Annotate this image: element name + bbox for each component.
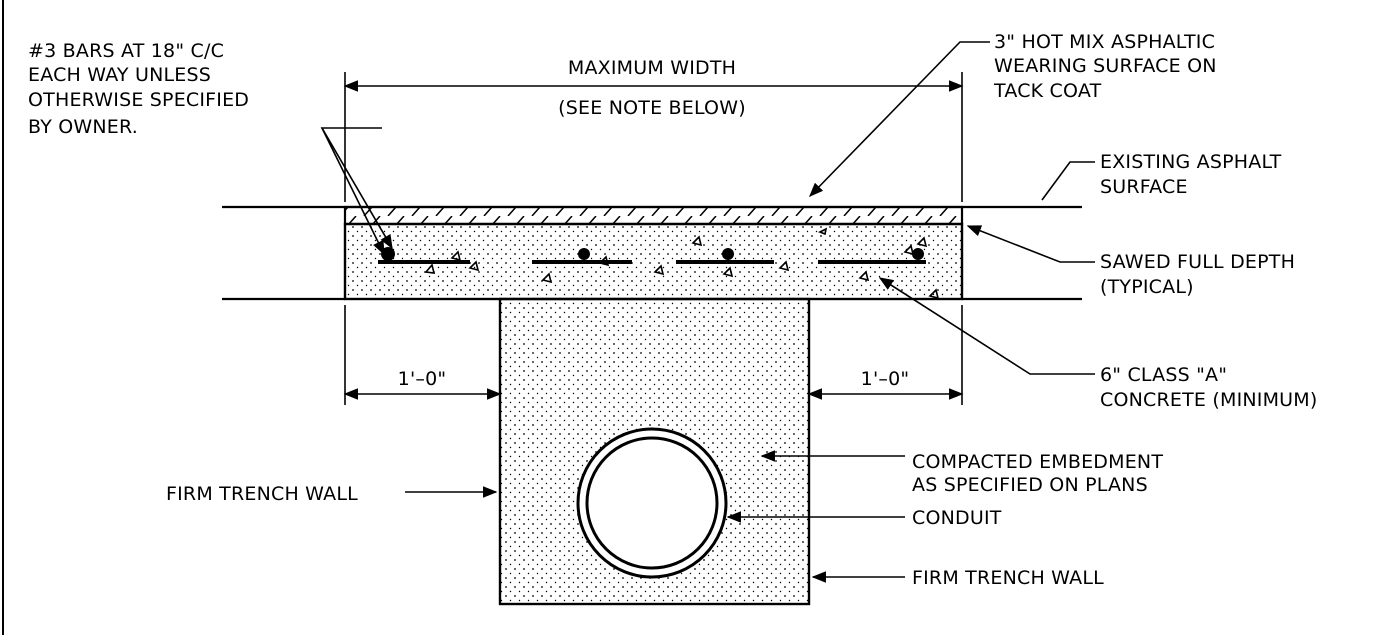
existing-asphalt-callout: EXISTING ASPHALT SURFACE [1100,151,1282,198]
concrete-callout: 6" CLASS "A" CONCRETE (MINIMUM) [1100,364,1318,411]
hot-mix-wearing-surface [343,205,964,226]
bars-callout-line-4: BY OWNER. [28,116,138,138]
trench-wall-left-label: FIRM TRENCH WALL [166,483,358,505]
sawed-callout: SAWED FULL DEPTH (TYPICAL) [1100,251,1295,298]
max-width-label: MAXIMUM WIDTH [568,57,736,79]
concrete-line-1: 6" CLASS "A" [1100,364,1227,386]
hot-mix-callout: 3" HOT MIX ASPHALTIC WEARING SURFACE ON … [993,31,1217,102]
bars-callout-line-1: #3 BARS AT 18" C/C [28,40,224,62]
hot-mix-line-2: WEARING SURFACE ON [994,55,1217,77]
leader-lines [320,41,1095,583]
conduit-pipe [576,427,728,579]
reinforcing-bars [378,247,926,264]
embedment-line-2: AS SPECIFIED ON PLANS [912,474,1148,496]
hot-mix-line-3: TACK COAT [993,80,1102,102]
right-offset-label: 1'–0" [861,368,910,390]
existing-asphalt-line-1: EXISTING ASPHALT [1100,151,1282,173]
bars-callout-line-2: EACH WAY UNLESS [28,64,211,86]
trench-wall-right-label: FIRM TRENCH WALL [912,567,1104,589]
concrete-line-2: CONCRETE (MINIMUM) [1100,389,1318,411]
embedment-line-1: COMPACTED EMBEDMENT [912,451,1163,473]
max-width-dimension [343,72,964,202]
embedment-callout: COMPACTED EMBEDMENT AS SPECIFIED ON PLAN… [912,451,1163,496]
existing-asphalt-line-2: SURFACE [1100,176,1188,198]
hot-mix-line-1: 3" HOT MIX ASPHALTIC [994,31,1215,53]
conduit-label: CONDUIT [912,507,1002,529]
sawed-line-2: (TYPICAL) [1100,276,1194,298]
left-offset-dimension [343,305,502,405]
sawed-line-1: SAWED FULL DEPTH [1100,251,1295,273]
left-offset-label: 1'–0" [398,368,447,390]
right-offset-dimension [807,305,964,405]
bars-callout-line-3: OTHERWISE SPECIFIED [28,89,249,111]
bars-callout: #3 BARS AT 18" C/C EACH WAY UNLESS OTHER… [28,40,249,138]
see-note-label: (SEE NOTE BELOW) [558,97,746,119]
